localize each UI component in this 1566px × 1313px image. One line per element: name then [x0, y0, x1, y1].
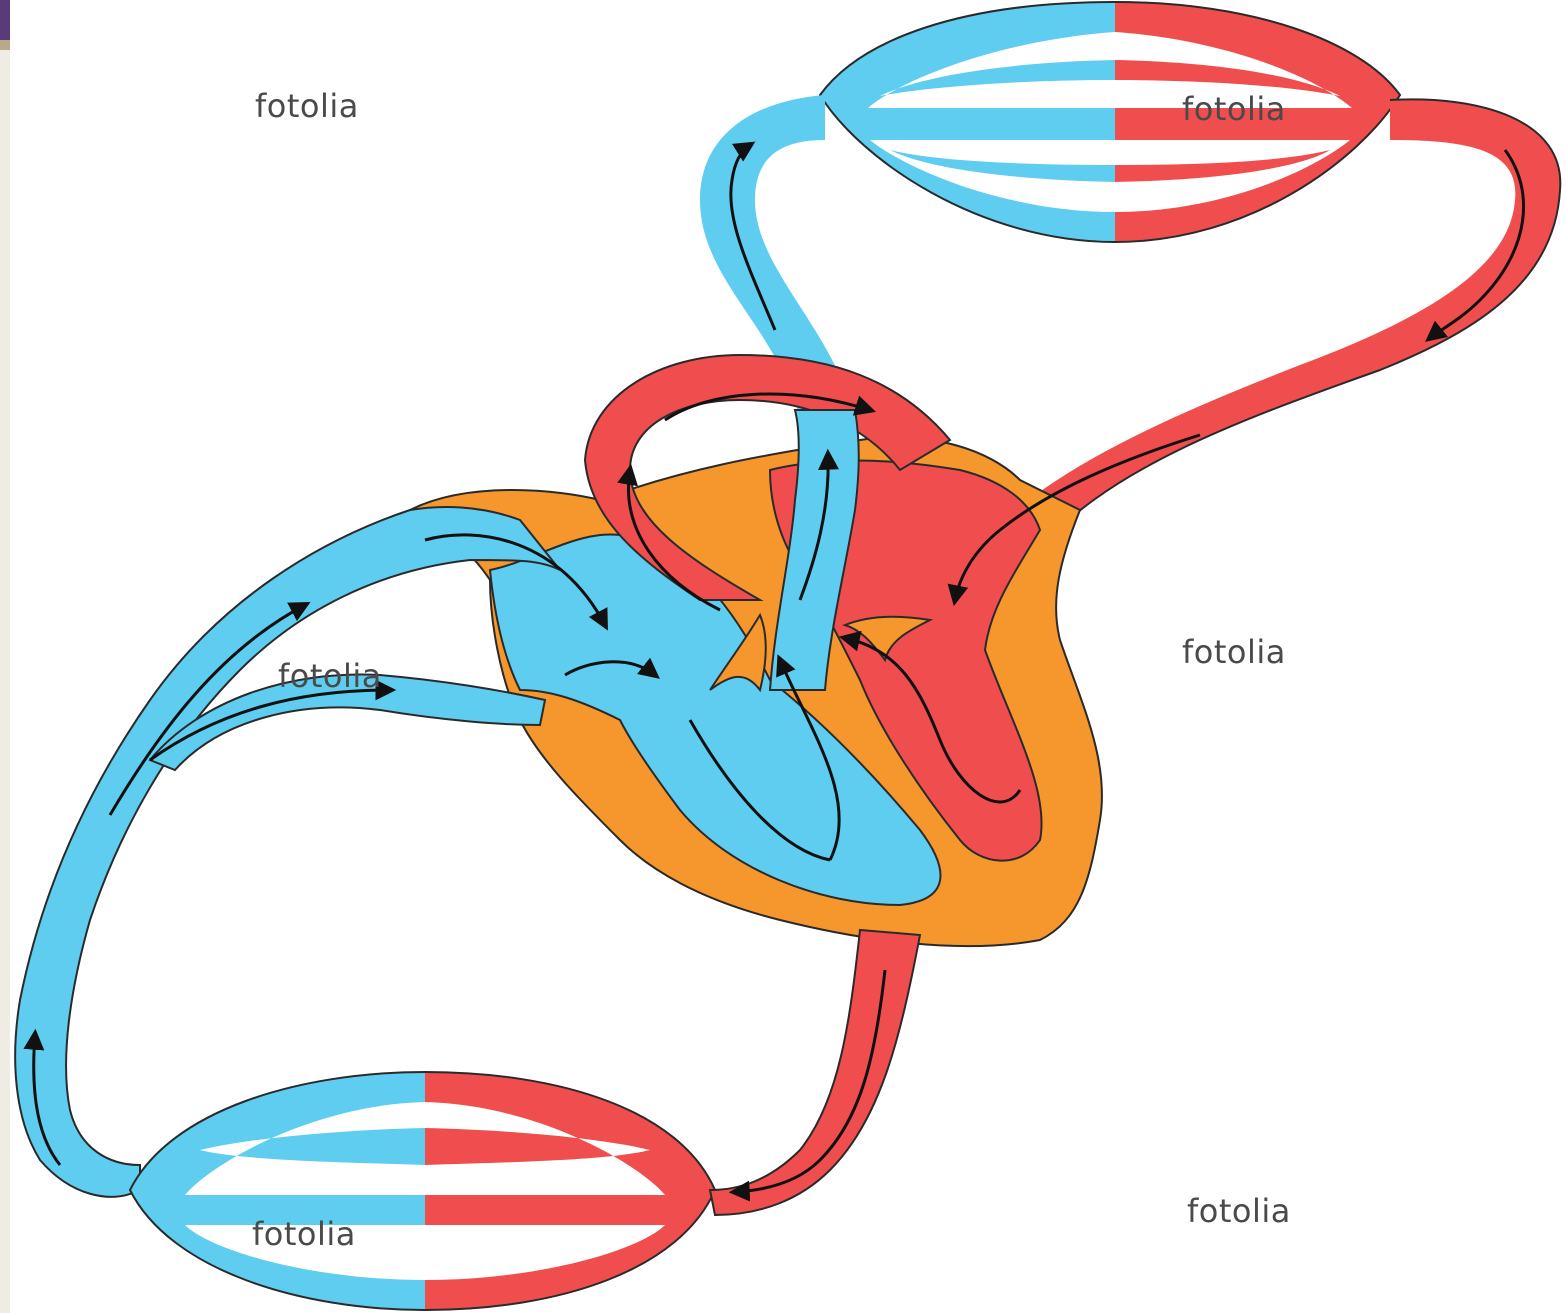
- watermark-text: fotolia: [255, 87, 359, 125]
- lower-capillary-blue: [130, 1072, 425, 1310]
- upper-capillary-bed: [820, 2, 1400, 242]
- watermark-text: fotolia: [1182, 90, 1286, 128]
- upper-capillary-blue: [820, 2, 1115, 242]
- lower-capillary-red: [425, 1072, 715, 1310]
- watermark-text: fotolia: [1187, 1192, 1291, 1230]
- watermark-text: fotolia: [1182, 633, 1286, 671]
- watermark-text: fotolia: [252, 1215, 356, 1253]
- watermark-text: fotolia: [278, 657, 382, 695]
- heart: [410, 437, 1102, 946]
- lower-capillary-outline: [130, 1072, 715, 1310]
- lower-capillary-bed: [130, 1072, 715, 1310]
- descending-aorta: [710, 930, 920, 1215]
